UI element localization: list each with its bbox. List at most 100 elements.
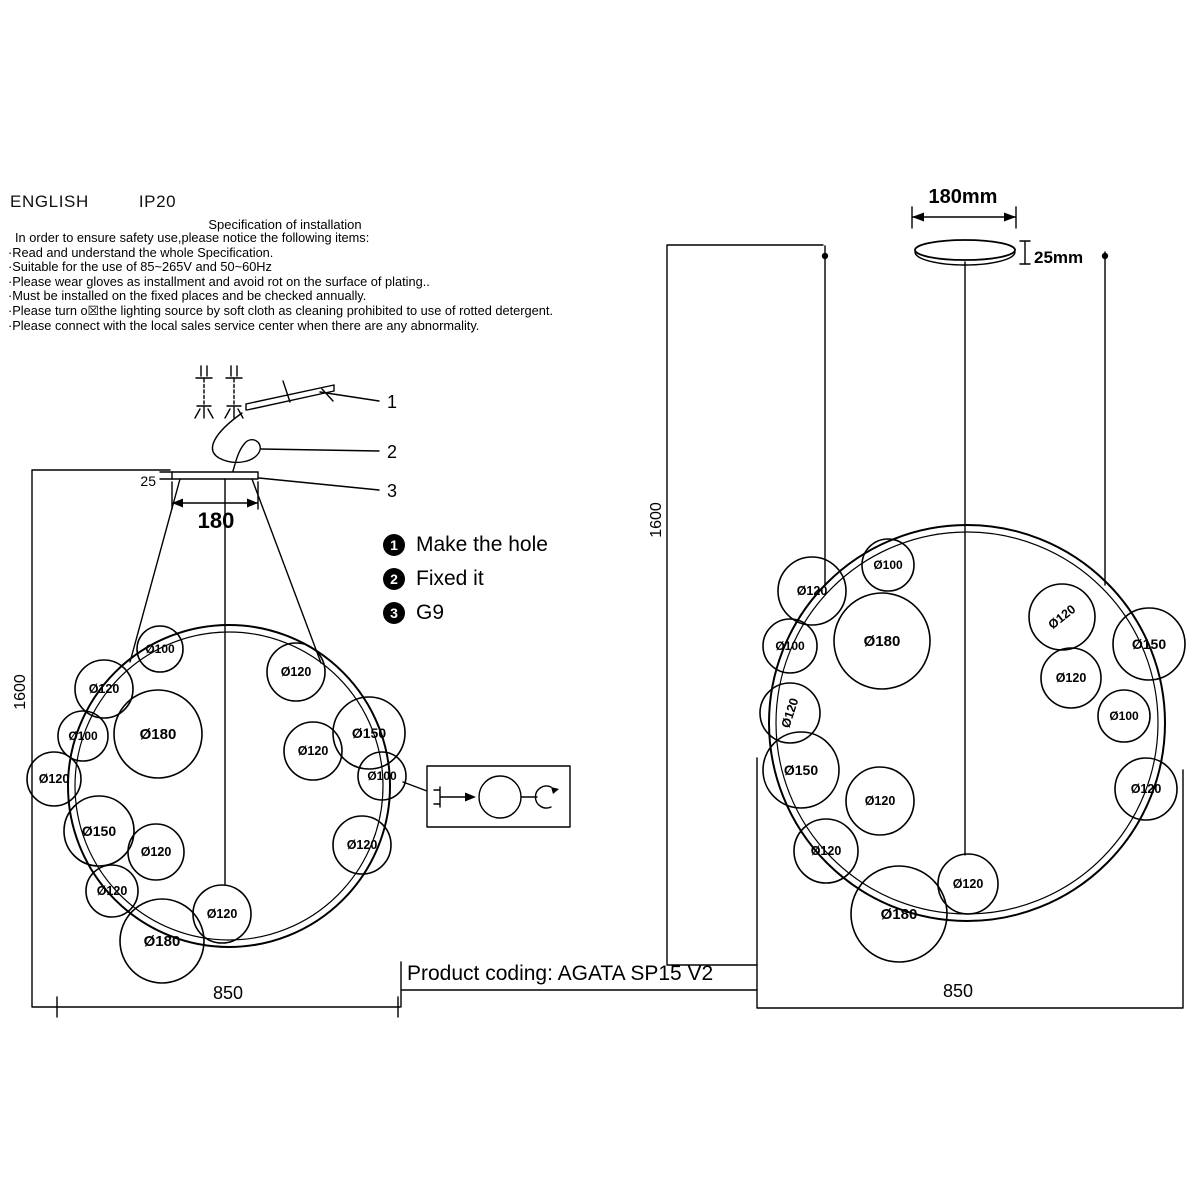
ring-outer-right — [768, 524, 1166, 922]
bracket-drawing — [245, 380, 335, 411]
lamp-ball — [777, 556, 847, 626]
lamp-ball-label: Ø120 — [865, 794, 896, 808]
lamp-ball — [793, 818, 859, 884]
dim-1600-lines-right — [666, 244, 824, 966]
lamp-ball-label: Ø180 — [144, 933, 181, 950]
right-fixture-diagram: 180mm 25mm 1600 850 — [648, 186, 1186, 1009]
lamp-ball-label: Ø180 — [140, 726, 177, 743]
height-width-dimensions: 1600 850 — [12, 469, 401, 1018]
dim-180mm-arrows — [912, 212, 1016, 222]
legend-step-1: 1 Make the hole — [383, 533, 548, 557]
lamp-ball — [937, 853, 999, 915]
lamp-ball-label: Ø150 — [352, 725, 386, 741]
lamp-ball — [850, 865, 948, 963]
dim-extension-lines — [31, 469, 401, 1018]
lamp-balls-right — [759, 538, 1186, 963]
spec-item: ·Must be installed on the fixed places a… — [8, 288, 367, 304]
callout-line-3 — [258, 477, 380, 491]
callout-number-3: 3 — [387, 481, 397, 501]
lamp-ball-label: Ø180 — [881, 906, 918, 923]
lamp-ball-label: Ø150 — [1132, 636, 1166, 652]
language-label: ENGLISH — [10, 192, 89, 211]
canopy-thickness-label: 25 — [140, 473, 156, 489]
install-steps-legend: 1 Make the hole 2 Fixed it 3 G9 — [383, 533, 548, 625]
step-3-marker-icon: 3 — [383, 602, 405, 624]
lamp-balls — [26, 625, 407, 984]
ring-outer — [67, 624, 391, 948]
wire-joint-dot — [821, 252, 829, 260]
product-box-lines — [400, 961, 758, 1008]
dim-180-lines — [171, 481, 259, 510]
width-dimension-right: 850 — [756, 757, 1184, 1009]
lamp-ball-label: Ø120 — [89, 682, 120, 696]
hanging-wire-drawing — [211, 412, 261, 472]
lamp-ball-label: Ø120 — [141, 845, 172, 859]
spec-title: Specification of installation — [208, 217, 362, 232]
callout-lines — [258, 391, 380, 491]
lamp-ball-label: Ø150 — [784, 762, 818, 778]
lamp-ball-label: Ø100 — [68, 729, 98, 743]
callout-line-1 — [319, 391, 380, 402]
lamp-ball — [1112, 607, 1186, 681]
lamp-ball — [759, 682, 821, 744]
lamp-ball — [1114, 757, 1178, 821]
spec-item: ·Please turn o☒the lighting source by so… — [8, 302, 554, 318]
canopy-width-dimension-right: 180mm — [911, 186, 1017, 229]
canopy-thickness-mark — [1019, 240, 1031, 265]
lamp-ball — [357, 751, 407, 801]
g9-bulb-detail-box — [426, 765, 571, 828]
step-1-marker-icon: 1 — [383, 534, 405, 556]
callout-line-2 — [260, 448, 380, 452]
mounting-hardware-drawing — [194, 365, 335, 472]
lamp-ball-label: Ø120 — [1046, 602, 1079, 632]
lamp-ball-label: Ø120 — [779, 696, 802, 729]
lamp-ball-label: Ø120 — [97, 884, 128, 898]
lamp-ball — [85, 864, 139, 918]
canopy-thickness-label-right: 25mm — [1034, 248, 1083, 267]
lamp-ball-label: Ø120 — [1131, 782, 1162, 796]
lamp-ball — [127, 823, 185, 881]
lamp-ball-label: Ø100 — [145, 642, 175, 656]
lamp-ball-label: Ø120 — [298, 744, 329, 758]
lamp-ball — [762, 618, 818, 674]
callout-number-1: 1 — [387, 392, 397, 412]
lamp-ball — [136, 625, 184, 673]
lamp-ball — [63, 795, 135, 867]
lamp-ball-label: Ø100 — [367, 769, 397, 783]
legend-step-3: 3 G9 — [383, 601, 548, 625]
lamp-ball-label: Ø100 — [1109, 709, 1139, 723]
lamp-ball — [332, 815, 392, 875]
anchor-drawing — [194, 405, 244, 419]
lamp-ball — [332, 696, 406, 770]
dim-850-lines-right — [756, 757, 1184, 1009]
lamp-ball-label: Ø120 — [207, 907, 238, 921]
lamp-ball-label: Ø120 — [797, 584, 828, 598]
lamp-ball — [192, 884, 252, 944]
canopy-width-label: 180 — [198, 508, 235, 533]
lamp-ball-label: Ø120 — [39, 772, 70, 786]
step-2-label: Fixed it — [416, 567, 484, 590]
lamp-ball — [762, 731, 840, 809]
wire-joint-dot — [1101, 252, 1109, 260]
lamp-ball-label: Ø100 — [873, 558, 903, 572]
width-dim-label: 850 — [213, 983, 243, 1003]
lamp-ball — [845, 766, 915, 836]
spec-item: ·Please connect with the local sales ser… — [8, 317, 480, 333]
lamp-ball — [113, 689, 203, 779]
step-3-label: G9 — [416, 601, 445, 624]
detail-callout-line — [402, 781, 428, 792]
lamp-ball — [1097, 689, 1151, 743]
lamp-ball — [833, 592, 931, 690]
lamp-ball — [119, 898, 205, 984]
screw-shaft-dashed — [203, 378, 235, 406]
dim-180mm-lines — [911, 206, 1017, 229]
spec-item: ·Read and understand the whole Specifica… — [8, 244, 274, 260]
lamp-ball — [74, 659, 134, 719]
suspension-wires — [129, 478, 322, 885]
spec-item: ·Suitable for the use of 85~265V and 50~… — [8, 259, 272, 275]
insert-arrow-icon — [465, 792, 476, 802]
lamp-ball-labels: Ø180 Ø180 Ø150 Ø150 Ø120 Ø120 Ø120 Ø120 … — [39, 642, 397, 950]
lamp-ball-label: Ø180 — [864, 633, 901, 650]
